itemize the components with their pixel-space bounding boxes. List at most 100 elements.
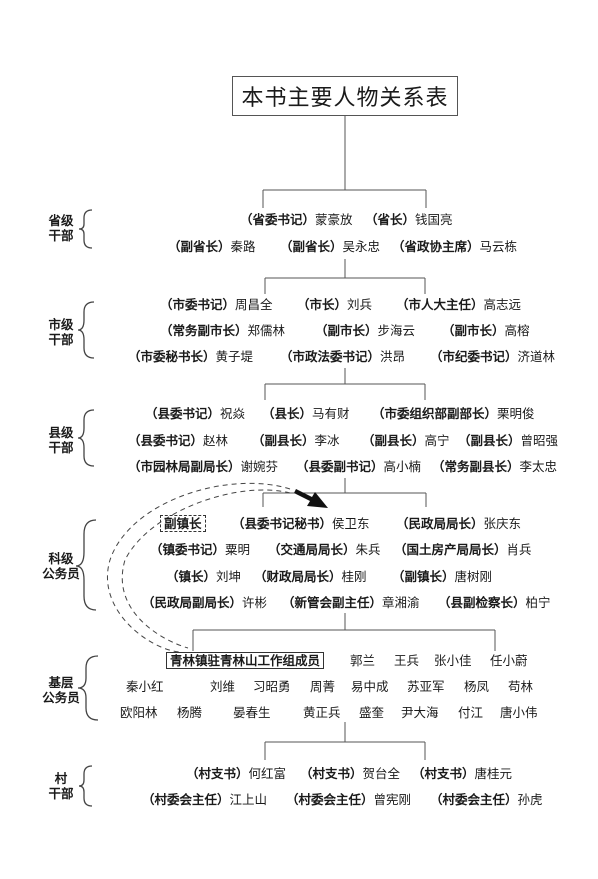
role-title: （县委书记） <box>128 433 204 448</box>
role-title: （财政局局长） <box>254 569 342 584</box>
role-title: （省政协主席） <box>392 239 480 254</box>
person-name: 唐桂元 <box>474 766 513 781</box>
member-name: 黄正兵 <box>303 705 341 720</box>
group-label: 青林镇驻青林山工作组成员 <box>166 652 325 669</box>
role-title: （副县长） <box>252 433 315 448</box>
role-title: （市园林局副局长） <box>128 459 241 474</box>
brace-grassroots <box>77 655 99 721</box>
person-entry: （财政局局长）桂刚 <box>254 567 367 587</box>
person-name: 许彬 <box>242 595 268 610</box>
arrow-icon <box>294 489 328 508</box>
person-name: 江上山 <box>229 792 268 807</box>
person-entry: （常务副县长）李太忠 <box>432 457 557 477</box>
person-name: 谢婉芬 <box>240 459 279 474</box>
member-name: 王兵 <box>394 653 420 668</box>
person-name: 济道林 <box>517 349 556 364</box>
person-entry: （县副检察长）柏宁 <box>438 593 551 613</box>
person-name: 贺台全 <box>362 766 401 781</box>
person-name: 洪昂 <box>380 349 406 364</box>
level-label-province: 省级 干部 <box>48 213 74 243</box>
person-name: 桂刚 <box>341 569 367 584</box>
brace-province <box>78 209 93 249</box>
level-label-grassroots: 基层 公务员 <box>42 675 80 705</box>
role-title: （村委会主任） <box>286 792 374 807</box>
person-name: 何红富 <box>248 766 287 781</box>
brace-city <box>77 301 95 359</box>
person-entry: （副镇长）唐树刚 <box>392 567 492 587</box>
person-entry: （民政局副局长）许彬 <box>142 593 267 613</box>
role-title: （常务副市长） <box>160 323 248 338</box>
member-name: 欧阳林 <box>120 705 158 720</box>
person-name: 曾昭强 <box>520 433 559 448</box>
role-title: （省委书记） <box>240 212 316 227</box>
role-title: （县委书记秘书） <box>232 516 333 531</box>
role-title: （县长） <box>262 406 313 421</box>
person-entry: （常务副市长）郑儒林 <box>160 321 285 341</box>
role-title: （县副检察长） <box>438 595 526 610</box>
person-entry: （省政协主席）马云栋 <box>392 237 517 257</box>
role-title: （村支书） <box>300 766 363 781</box>
person-name: 唐树刚 <box>454 569 493 584</box>
person-entry: （村委会主任）曾宪刚 <box>286 790 411 810</box>
person-entry: （市纪委书记）济道林 <box>430 347 555 367</box>
person-entry: （市园林局副局长）谢婉芬 <box>128 457 278 477</box>
role-title: （副省长） <box>280 239 343 254</box>
person-entry: （副市长）步海云 <box>315 321 415 341</box>
person-entry: （村委会主任）江上山 <box>142 790 267 810</box>
person-entry: （市政法委书记）洪昂 <box>280 347 405 367</box>
person-name: 马云栋 <box>479 239 518 254</box>
person-entry: （镇委书记）粟明 <box>150 540 250 560</box>
person-entry: （副县长）李冰 <box>252 431 340 451</box>
role-title: 副镇长 <box>160 515 206 532</box>
person-name: 赵林 <box>203 433 229 448</box>
person-entry: （村委会主任）孙虎 <box>430 790 543 810</box>
role-title: （县委书记） <box>145 406 221 421</box>
person-name: 周昌全 <box>235 297 273 312</box>
role-title: （省长） <box>365 212 416 227</box>
person-entry: （市委秘书长）黄子堤 <box>128 347 253 367</box>
member-name: 刘维 <box>210 679 236 694</box>
role-title: （村支书） <box>186 766 249 781</box>
person-entry: （交通局局长）朱兵 <box>268 540 381 560</box>
role-title: （村支书） <box>412 766 475 781</box>
person-entry: （镇长）刘坤 <box>166 567 241 587</box>
person-entry: （副省长）吴永忠 <box>280 237 380 257</box>
person-name: 秦路 <box>230 239 256 254</box>
person-entry: （副县长）高宁 <box>362 431 450 451</box>
member-name: 易中成 <box>351 679 389 694</box>
member-name: 尹大海 <box>401 705 439 720</box>
person-entry: （民政局局长）张庆东 <box>396 514 521 534</box>
brace-village <box>78 765 93 807</box>
role-title: （国土房产局局长） <box>394 542 507 557</box>
person-name: 李太忠 <box>519 459 558 474</box>
level-label-city: 市级 干部 <box>48 317 74 347</box>
member-name: 苏亚军 <box>407 679 445 694</box>
person-entry: 副镇长 <box>160 514 206 534</box>
person-name: 刘兵 <box>347 297 373 312</box>
member-name: 任小蔚 <box>490 653 528 668</box>
group-entry: 青林镇驻青林山工作组成员 <box>166 651 325 671</box>
role-title: （村委会主任） <box>430 792 518 807</box>
person-entry: （副县长）曾昭强 <box>458 431 558 451</box>
person-entry: （省长）钱国亮 <box>365 210 453 230</box>
member-name: 晏春生 <box>233 705 271 720</box>
person-name: 钱国亮 <box>415 212 453 227</box>
role-title: （副县长） <box>362 433 425 448</box>
person-name: 曾宪刚 <box>373 792 412 807</box>
role-title: （村委会主任） <box>142 792 230 807</box>
member-name: 张小佳 <box>434 653 472 668</box>
role-title: （常务副县长） <box>432 459 520 474</box>
person-name: 郑儒林 <box>247 323 286 338</box>
person-entry: （市委书记）周昌全 <box>160 295 273 315</box>
person-entry: （县委书记秘书）侯卫东 <box>232 514 370 534</box>
person-entry: （村支书）何红富 <box>186 764 286 784</box>
person-entry: （新管会副主任）章湘渝 <box>282 593 420 613</box>
person-name: 马有财 <box>312 406 350 421</box>
person-entry: （市委组织部副部长）栗明俊 <box>372 404 535 424</box>
person-name: 高志远 <box>483 297 522 312</box>
member-name: 周菁 <box>310 679 336 694</box>
person-name: 刘坤 <box>216 569 242 584</box>
person-name: 黄子堤 <box>215 349 254 364</box>
person-name: 李冰 <box>314 433 340 448</box>
